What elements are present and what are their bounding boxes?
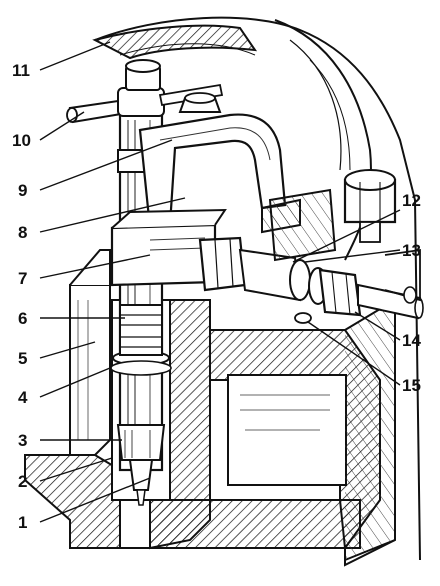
label-3: 3 xyxy=(18,431,27,450)
label-6: 6 xyxy=(18,309,27,328)
label-2: 2 xyxy=(18,472,27,491)
leader-lines xyxy=(39,41,401,523)
label-10: 10 xyxy=(12,131,31,150)
label-5: 5 xyxy=(18,349,27,368)
label-13: 13 xyxy=(402,241,421,260)
label-12: 12 xyxy=(402,191,421,210)
cylinder-head-cover xyxy=(92,24,258,60)
label-14: 14 xyxy=(402,331,421,350)
label-8: 8 xyxy=(18,223,27,242)
label-15: 15 xyxy=(402,376,421,395)
label-11: 11 xyxy=(12,61,30,80)
label-1: 1 xyxy=(18,513,27,532)
callout-labels: 1 2 3 4 5 6 7 8 9 10 11 12 13 14 15 xyxy=(12,61,421,532)
fuel-inlet-fitting xyxy=(110,208,424,324)
label-9: 9 xyxy=(18,181,27,200)
label-7: 7 xyxy=(18,269,27,288)
stud-and-nut xyxy=(268,169,421,304)
label-4: 4 xyxy=(18,388,28,407)
cylinder-head-block xyxy=(24,249,396,567)
